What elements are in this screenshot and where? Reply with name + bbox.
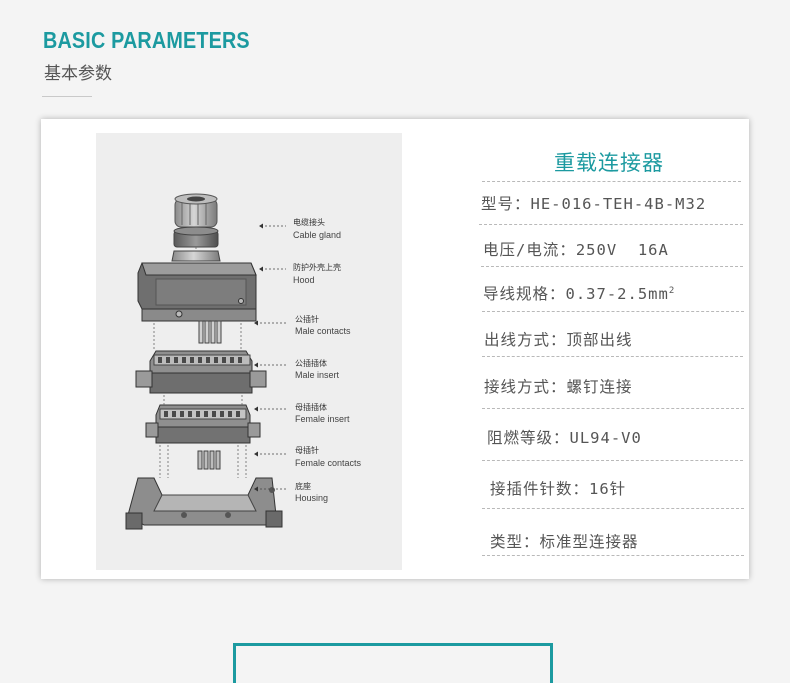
exploded-view-diagram: 电缆接头 Cable gland 防护外壳上壳 Hood 公插针 Male co… (96, 133, 402, 570)
part-label-en: Female contacts (295, 458, 362, 468)
spec-value: 250V 16A (575, 241, 669, 259)
spec-divider (479, 224, 743, 225)
spec-divider (482, 181, 741, 182)
part-label-en: Hood (293, 275, 315, 285)
spec-value: HE-016-TEH-4B-M32 (530, 195, 707, 213)
spec-label: 接线方式： (484, 378, 567, 396)
part-label-zh: 母插针 (295, 445, 319, 455)
housing-shape (125, 477, 283, 530)
hood-shape (137, 250, 257, 322)
connector-exploded-illustration: 电缆接头 Cable gland 防护外壳上壳 Hood 公插针 Male co… (125, 193, 362, 530)
part-label-en: Cable gland (293, 230, 341, 240)
spec-value: 0.37-2.5mm (565, 285, 669, 303)
spec-divider (482, 555, 744, 556)
part-label-en: Male insert (295, 370, 340, 380)
spec-label: 类型： (490, 533, 540, 551)
spec-row-wiring: 接线方式：螺钉连接 (484, 375, 633, 397)
spec-label: 导线规格： (483, 285, 566, 303)
spec-label: 阻燃等级： (487, 429, 570, 447)
spec-label: 型号： (481, 195, 531, 213)
spec-divider (482, 356, 743, 357)
part-label-en: Female insert (295, 414, 350, 424)
spec-label: 出线方式： (484, 331, 567, 349)
spec-label: 电压/电流： (483, 241, 576, 259)
female-contacts-shape (197, 450, 221, 470)
heading-divider (42, 96, 92, 97)
section-title-zh: 基本参数 (44, 64, 112, 84)
section-title-en: BASIC PARAMETERS (43, 27, 250, 53)
spec-divider (482, 460, 743, 461)
part-label-zh: 公插针 (295, 314, 319, 324)
spec-divider (482, 508, 744, 509)
assembly-guide-lines (153, 247, 247, 478)
part-label-zh: 公插插体 (295, 358, 327, 368)
spec-row-wire-size: 导线规格：0.37-2.5mm2 (483, 282, 675, 304)
part-label-zh: 电缆接头 (293, 217, 325, 227)
male-insert-shape (135, 350, 267, 394)
spec-divider (482, 311, 744, 312)
part-label-zh: 母插插体 (295, 402, 327, 412)
spec-row-model: 型号：HE-016-TEH-4B-M32 (481, 192, 706, 214)
spec-value: 标准型连接器 (539, 533, 639, 551)
spec-value: 螺钉连接 (566, 378, 633, 396)
part-label-zh: 防护外壳上壳 (293, 262, 341, 272)
male-contacts-shape (198, 320, 222, 344)
spec-value: 16针 (589, 480, 627, 498)
spec-divider (482, 408, 744, 409)
part-label-en: Male contacts (295, 326, 351, 336)
spec-divider (481, 266, 743, 267)
spec-value: UL94-V0 (569, 429, 642, 447)
spec-row-type: 类型：标准型连接器 (490, 530, 639, 552)
cable-gland-shape (173, 193, 219, 248)
part-label-en: Housing (295, 493, 328, 503)
spec-row-voltage-current: 电压/电流：250V 16A (483, 238, 669, 260)
spec-value: 顶部出线 (566, 331, 633, 349)
female-insert-shape (145, 404, 261, 444)
spec-table-title: 重载连接器 (554, 151, 664, 175)
spec-label: 接插件针数： (490, 480, 590, 498)
next-section-frame (233, 643, 553, 683)
spec-value-superscript: 2 (668, 286, 676, 296)
part-label-zh: 底座 (295, 481, 311, 491)
spec-row-flame-rating: 阻燃等级：UL94-V0 (487, 426, 642, 448)
leader-arrows (256, 225, 286, 490)
spec-row-pin-count: 接插件针数：16针 (490, 477, 626, 499)
parameters-card: 电缆接头 Cable gland 防护外壳上壳 Hood 公插针 Male co… (41, 119, 749, 579)
spec-row-outlet: 出线方式：顶部出线 (484, 328, 633, 350)
